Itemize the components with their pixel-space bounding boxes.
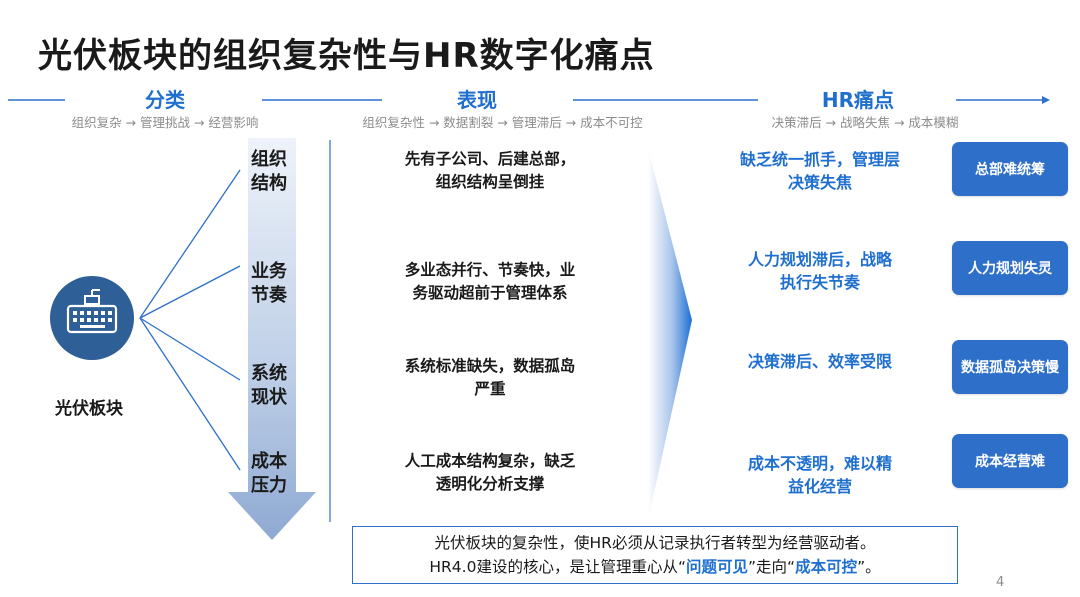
category-3-line2: 现状 [251,387,287,408]
fan-line-1 [139,169,241,319]
summary-highlight-visible: 问题可见 [685,558,748,576]
manifestation-4-line2: 透明化分析支撑 [435,475,545,493]
header-category: 分类 [145,88,185,112]
summary-box: 光伏板块的复杂性，使HR必须从记录执行者转型为经营驱动者。 HR4.0建设的核心… [352,526,958,584]
pain-point-4-line1: 成本不透明，难以精 [747,454,892,473]
summary-highlight-controllable: 成本可控 [795,558,858,576]
manifestation-1-line2: 组织结构呈倒挂 [435,173,545,191]
pain-point-1: 缺乏统一抓手，管理层 决策失焦 [715,148,925,194]
sector-label: 光伏板块 [55,399,123,419]
category-2-line1: 业务 [251,261,287,282]
manifestation-4-line1: 人工成本结构复杂，缺乏 [404,452,576,470]
category-1-line2: 结构 [251,173,287,194]
pain-point-2-line2: 执行失节奏 [779,273,860,292]
header-pain-point-sub: 决策滞后 → 战略失焦 → 成本模糊 [771,115,959,130]
category-2: 业务 节奏 [251,260,295,308]
summary-line2: HR4.0建设的核心，是让管理重心从“问题可见”走向“成本可控”。 [353,555,957,579]
fan-line-2 [139,265,241,319]
pain-point-4: 成本不透明，难以精 益化经营 [715,452,925,498]
fan-line-3 [139,317,241,381]
header-category-sub: 组织复杂 → 管理挑战 → 经营影响 [71,115,259,130]
manifestation-2: 多业态并行、节奏快，业 务驱动超前于管理体系 [360,259,620,305]
pain-point-3-line1: 决策滞后、效率受限 [747,352,892,371]
category-4: 成本 压力 [251,450,295,498]
category-4-line1: 成本 [251,451,287,472]
page-title: 光伏板块的组织复杂性与HR数字化痛点 [38,36,655,76]
fan-line-4 [139,317,241,471]
pain-point-3: 决策滞后、效率受限 [715,350,925,373]
keyboard-icon [50,276,134,360]
summary-line2-prefix: HR4.0建设的核心，是让管理重心从“ [429,558,686,576]
category-1-line1: 组织 [251,149,287,170]
category-4-line2: 压力 [251,475,287,496]
summary-line2-mid: ”走向“ [748,558,796,576]
header-manifestation: 表现 [457,88,497,112]
flow-chevron [648,148,692,520]
tag-hr-planning: 人力规划失灵 [952,241,1068,295]
manifestation-4: 人工成本结构复杂，缺乏 透明化分析支撑 [360,450,620,496]
tag-cost-management: 成本经营难 [952,434,1068,488]
page-number: 4 [996,575,1005,590]
pain-point-4-line2: 益化经营 [787,477,852,496]
category-down-arrow [228,138,316,540]
category-3-line1: 系统 [251,363,287,384]
manifestation-3-line2: 严重 [474,380,506,398]
summary-line2-suffix: ”。 [857,558,881,576]
manifestation-2-line1: 多业态并行、节奏快，业 [404,261,576,279]
pain-point-2: 人力规划滞后，战略 执行失节奏 [715,248,925,294]
header-manifestation-sub: 组织复杂性 → 数据割裂 → 管理滞后 → 成本不可控 [362,115,643,130]
category-2-line2: 节奏 [251,285,287,306]
pain-point-1-line1: 缺乏统一抓手，管理层 [739,150,900,169]
manifestation-1: 先有子公司、后建总部， 组织结构呈倒挂 [360,148,620,194]
category-3: 系统 现状 [251,362,295,410]
manifestation-1-line1: 先有子公司、后建总部， [404,150,576,168]
manifestation-3-line1: 系统标准缺失，数据孤岛 [404,357,576,375]
pain-point-1-line2: 决策失焦 [787,173,852,192]
tag-hq-coordination: 总部难统筹 [952,142,1068,196]
header-arrow-head [1042,96,1050,104]
manifestation-3: 系统标准缺失，数据孤岛 严重 [360,355,620,401]
pain-point-2-line1: 人力规划滞后，战略 [747,250,892,269]
category-1: 组织 结构 [251,148,295,196]
header-pain-point: HR痛点 [821,88,895,112]
manifestation-2-line2: 务驱动超前于管理体系 [412,284,568,302]
summary-line1: 光伏板块的复杂性，使HR必须从记录执行者转型为经营驱动者。 [434,534,876,552]
tag-data-silo: 数据孤岛决策慢 [952,340,1068,394]
